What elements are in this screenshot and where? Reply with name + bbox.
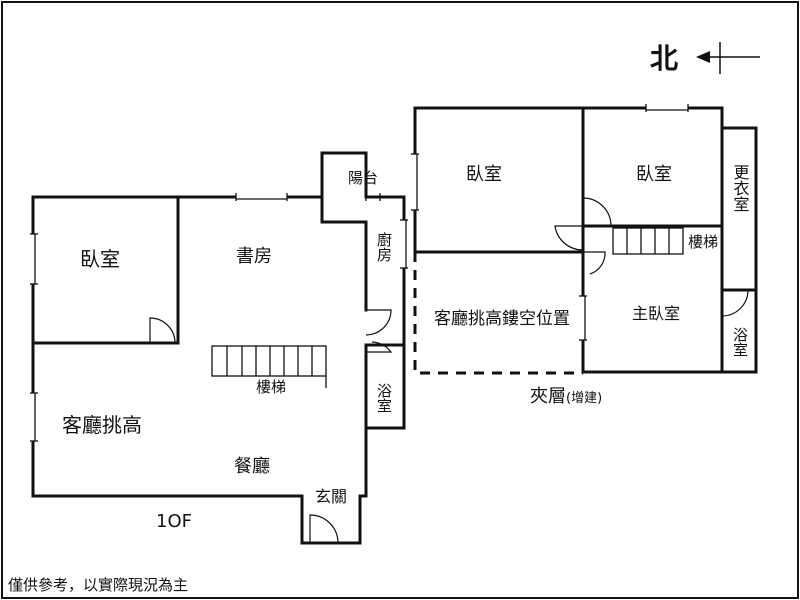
balcony-wall bbox=[320, 195, 368, 224]
room-label-bedroom-right: 臥室 bbox=[636, 164, 672, 185]
room-label-void: 客廳挑高鏤空位置 bbox=[434, 309, 570, 329]
floor-1-caption: 1OF bbox=[156, 511, 192, 532]
floor-1-plan: 臥室 書房 陽台 廚房 樓梯 浴室 客廳挑高 餐廳 玄關 1OF bbox=[30, 151, 408, 545]
mezzanine-partitions bbox=[581, 106, 758, 374]
room-label-bathroom: 浴室 bbox=[375, 383, 393, 413]
room-label-study: 書房 bbox=[236, 246, 272, 267]
bedroom-wall bbox=[31, 195, 180, 345]
room-label-dining: 餐廳 bbox=[234, 456, 270, 477]
window-marks-mezzanine bbox=[411, 104, 689, 341]
north-arrow-icon bbox=[696, 42, 760, 74]
mezzanine-caption-note: (增建) bbox=[566, 391, 602, 406]
room-label-closet: 更衣室 bbox=[731, 164, 750, 212]
room-label-master-bedroom: 主臥室 bbox=[632, 304, 680, 323]
room-label-bedroom-left: 臥室 bbox=[466, 164, 502, 185]
stairs-1f bbox=[211, 345, 327, 388]
room-label-stairs: 樓梯 bbox=[256, 378, 286, 396]
door-swings-mezzanine bbox=[554, 197, 749, 317]
stairs-mezzanine bbox=[612, 227, 684, 255]
room-label-stairs-mezzanine: 樓梯 bbox=[688, 233, 718, 251]
compass: 北 bbox=[650, 42, 760, 75]
floor-1-outer-wall bbox=[31, 151, 406, 545]
room-label-living: 客廳挑高 bbox=[62, 413, 142, 437]
footer-note: 僅供參考，以實際現況為主 bbox=[8, 576, 188, 594]
room-label-entrance: 玄關 bbox=[315, 487, 347, 506]
mezzanine-caption-main: 夾層 bbox=[530, 386, 566, 407]
room-label-bathroom-mezzanine: 浴室 bbox=[731, 327, 749, 357]
room-label-kitchen: 廚房 bbox=[375, 231, 393, 262]
void-outline bbox=[413, 252, 583, 375]
room-label-balcony: 陽台 bbox=[348, 169, 378, 187]
compass-label: 北 bbox=[650, 42, 678, 75]
room-label-bedroom: 臥室 bbox=[80, 247, 120, 271]
door-swings-1f bbox=[149, 309, 393, 544]
mezzanine-plan: 臥室 臥室 更衣室 樓梯 客廳挑高鏤空位置 主臥室 浴室 夾層(增建) bbox=[411, 104, 758, 407]
window-marks-1f bbox=[30, 193, 408, 442]
mezzanine-outer-wall bbox=[413, 106, 758, 374]
mezzanine-caption: 夾層(增建) bbox=[530, 386, 602, 407]
